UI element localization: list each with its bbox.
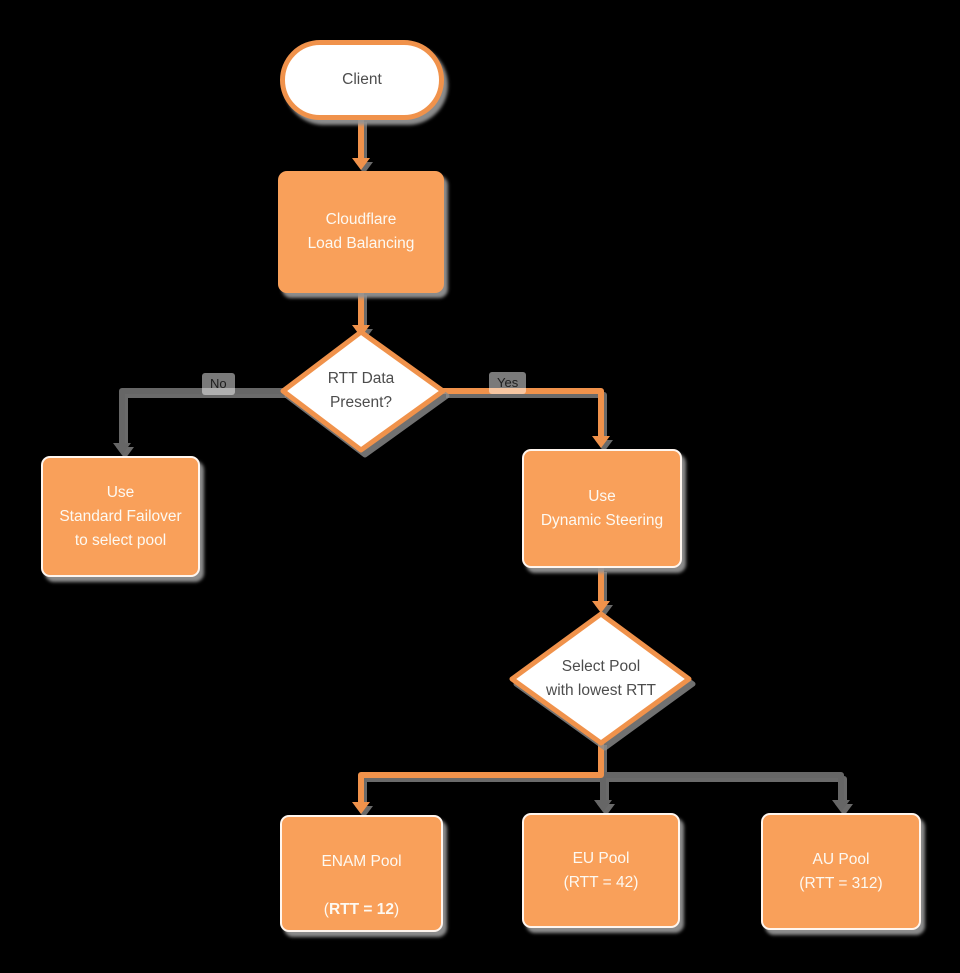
node-enam-pool: ENAM Pool (RTT = 12) <box>280 815 443 932</box>
node-au-pool: AU Pool (RTT = 312) <box>761 813 921 930</box>
node-use-dynamic-steering: Use Dynamic Steering <box>522 449 682 568</box>
decision-rtt-data-present-label: RTT Data Present? <box>327 370 395 411</box>
edge-no-arrowhead <box>113 443 131 455</box>
node-eu-pool: EU Pool (RTT = 42) <box>522 813 680 928</box>
node-cloudflare-load-balancing: Cloudflare Load Balancing <box>278 171 444 293</box>
enam-pool-paren-open: ( <box>323 900 329 918</box>
node-client: Client <box>280 40 444 120</box>
node-cloudflare-load-balancing-label: Cloudflare Load Balancing <box>307 211 415 252</box>
edge-orange-arrowheads <box>352 158 610 814</box>
decision-select-pool-lowest-rtt <box>509 611 696 751</box>
edge-label-yes: Yes <box>489 372 527 394</box>
edge-orange-lines <box>358 118 604 803</box>
enam-pool-name: ENAM Pool <box>321 852 402 870</box>
decision-rtt-data-present <box>280 329 450 458</box>
enam-pool-paren-close: ) <box>394 900 400 918</box>
edge-label-no: No <box>202 373 235 395</box>
node-client-label: Client <box>342 71 382 88</box>
node-use-standard-failover-label: Use Standard Failover to select pool <box>59 483 182 549</box>
enam-pool-rtt-value: RTT = 12 <box>328 900 395 918</box>
node-enam-pool-label: ENAM Pool (RTT = 12) <box>321 826 401 922</box>
edge-no-line <box>119 388 283 444</box>
node-use-standard-failover: Use Standard Failover to select pool <box>41 456 200 577</box>
node-use-dynamic-steering-label: Use Dynamic Steering <box>540 487 664 529</box>
decision-select-pool-lowest-rtt-label: Select Pool with lowest RTT <box>546 658 656 699</box>
node-eu-pool-label: EU Pool (RTT = 42) <box>563 849 639 891</box>
edge-au-arrowhead <box>832 800 850 812</box>
edge-eu-au-lines <box>600 772 844 801</box>
edge-eu-arrowhead <box>594 800 612 812</box>
node-au-pool-label: AU Pool (RTT = 312) <box>799 850 883 892</box>
